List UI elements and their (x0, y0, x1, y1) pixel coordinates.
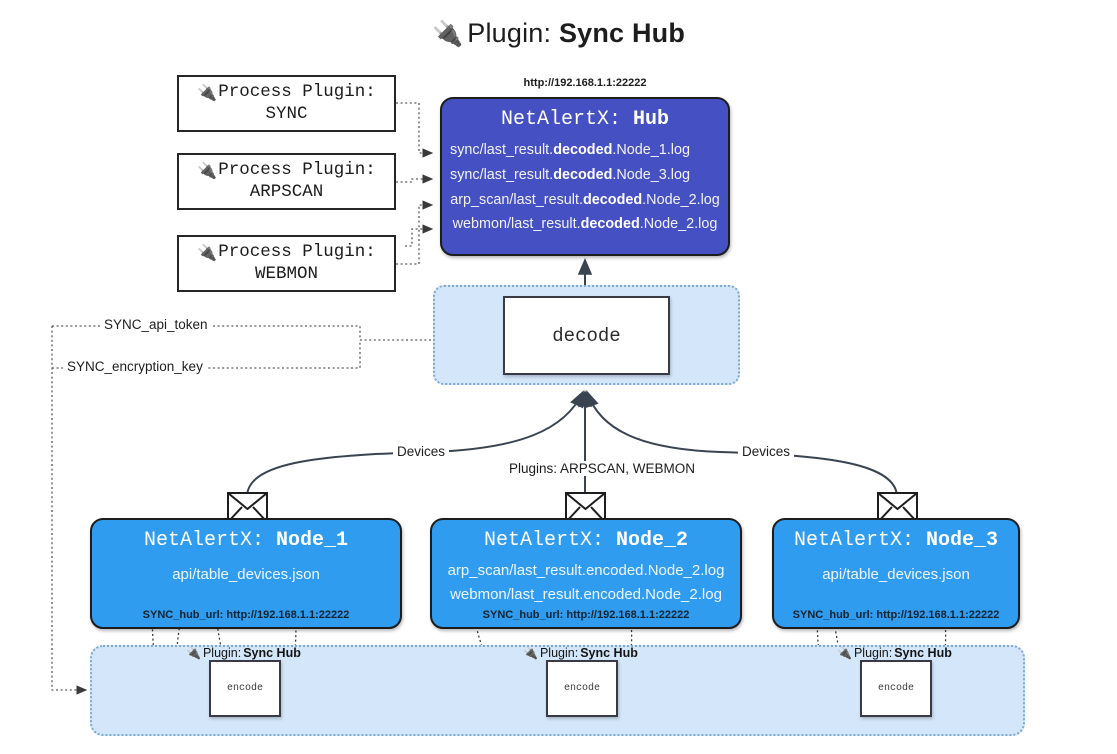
node-hub-url-key: SYNC_hub_url: (142, 609, 224, 621)
electric-plug-icon: 🔌 (197, 243, 218, 263)
encoder-plugin-label: 🔌 Plugin: Sync Hub (523, 646, 638, 660)
node-header-name: Node_2 (616, 529, 689, 552)
hub-log-post: .Node_3.log (612, 166, 690, 183)
node-hub-url-value: http://192.168.1.1:22222 (876, 609, 1000, 621)
node-header-name: Node_1 (276, 529, 349, 552)
hub-log-row: sync/last_result.decoded.Node_1.log (442, 138, 728, 163)
secret-label-encryption-key: SYNC_encryption_key (63, 359, 207, 374)
hub-log-mid: decoded (553, 166, 613, 183)
node-header: NetAlertX: Node_1 (92, 529, 400, 552)
hub-log-pre: sync/last_result. (450, 142, 554, 158)
node-box-node-3[interactable]: NetAlertX: Node_3 api/table_devices.json… (772, 518, 1020, 629)
node-hub-url: SYNC_hub_url: http://192.168.1.1:22222 (92, 609, 400, 621)
node-hub-url: SYNC_hub_url: http://192.168.1.1:22222 (774, 609, 1018, 621)
encoder-plugin-label: 🔌 Plugin: Sync Hub (186, 646, 301, 660)
node-rows: api/table_devices.json (92, 563, 400, 587)
process-plugin-line2: WEBMON (254, 263, 318, 284)
electric-plug-icon: 🔌 (523, 646, 538, 660)
hub-log-pre: arp_scan/last_result. (450, 191, 583, 208)
encode-box[interactable]: encode (209, 660, 281, 717)
node-row: api/table_devices.json (172, 566, 320, 583)
node-header: NetAlertX: Node_3 (774, 529, 1018, 552)
page-title-prefix: Plugin: (467, 18, 552, 48)
encoder-plugin-label: 🔌 Plugin: Sync Hub (837, 646, 952, 660)
hub-url-label: http://192.168.1.1:22222 (523, 77, 647, 89)
hub-log-row: sync/last_result.decoded.Node_3.log (442, 163, 728, 188)
node-hub-url-key: SYNC_hub_url: (792, 609, 874, 621)
envelope-icon (565, 492, 606, 523)
hub-log-post: .Node_2.log (642, 191, 720, 208)
secret-label-api-token: SYNC_api_token (100, 317, 212, 332)
hub-header-name: Hub (633, 108, 670, 131)
process-plugin-line1: Process Plugin: (218, 242, 376, 263)
electric-plug-icon: 🔌 (197, 161, 218, 181)
node-rows: api/table_devices.json (774, 563, 1018, 587)
encoder-plugin-name: Sync Hub (243, 646, 301, 660)
encoder-plugin-prefix: Plugin: (539, 646, 579, 660)
hub-log-mid: decoded (553, 142, 613, 158)
node-row: api/table_devices.json (822, 566, 970, 583)
node-box-node-1[interactable]: NetAlertX: Node_1 api/table_devices.json… (90, 518, 402, 629)
hub-log-row: arp_scan/last_result.decoded.Node_2.log (442, 188, 728, 213)
node-rows: arp_scan/last_result.encoded.Node_2.log … (432, 559, 740, 606)
hub-log-mid: decoded (580, 216, 640, 233)
edge-label-plugins-center: Plugins: ARPSCAN, WEBMON (505, 461, 700, 476)
decode-box[interactable]: decode (503, 296, 670, 375)
node-hub-url-value: http://192.168.1.1:22222 (566, 609, 690, 621)
electric-plug-icon: 🔌 (837, 646, 852, 660)
edge-label-devices-left: Devices (393, 444, 450, 459)
process-plugin-line1: Process Plugin: (218, 160, 376, 181)
hub-header: NetAlertX: Hub (442, 108, 728, 131)
hub-log-post: .Node_1.log (612, 142, 690, 158)
page-title: 🔌Plugin: Sync Hub (0, 18, 1117, 49)
node-header-prefix: NetAlertX: (793, 529, 914, 552)
page-title-name: Sync Hub (558, 18, 686, 48)
hub-node[interactable]: NetAlertX: Hub sync/last_result.decoded.… (440, 97, 730, 256)
node-box-node-2[interactable]: NetAlertX: Node_2 arp_scan/last_result.e… (430, 518, 742, 629)
node-hub-url-key: SYNC_hub_url: (482, 609, 564, 621)
hub-log-pre: sync/last_result. (450, 166, 554, 183)
process-plugin-webmon[interactable]: 🔌Process Plugin: WEBMON (177, 235, 396, 292)
process-plugin-line1: Process Plugin: (218, 82, 376, 103)
hub-log-mid: decoded (583, 191, 643, 208)
node-row: webmon/last_result.encoded.Node_2.log (450, 585, 722, 603)
node-header-prefix: NetAlertX: (483, 529, 604, 552)
encoder-plugin-name: Sync Hub (580, 646, 638, 660)
process-plugin-arpscan[interactable]: 🔌Process Plugin: ARPSCAN (177, 153, 396, 210)
process-plugin-line2: SYNC (265, 103, 308, 124)
node-header-prefix: NetAlertX: (143, 529, 264, 552)
encoder-plugin-prefix: Plugin: (853, 646, 893, 660)
node-header: NetAlertX: Node_2 (432, 529, 740, 552)
hub-log-post: .Node_2.log (639, 216, 718, 233)
node-header-name: Node_3 (926, 529, 999, 552)
envelope-icon (227, 492, 268, 523)
process-plugin-sync[interactable]: 🔌Process Plugin: SYNC (177, 75, 396, 132)
electric-plug-icon: 🔌 (431, 20, 464, 48)
encode-box[interactable]: encode (546, 660, 618, 717)
node-hub-url-value: http://192.168.1.1:22222 (226, 609, 350, 621)
encoder-plugin-prefix: Plugin: (202, 646, 242, 660)
envelope-icon (877, 492, 918, 523)
node-row: arp_scan/last_result.encoded.Node_2.log (447, 562, 725, 579)
node-hub-url: SYNC_hub_url: http://192.168.1.1:22222 (432, 609, 740, 621)
encode-box[interactable]: encode (860, 660, 932, 717)
process-plugin-line2: ARPSCAN (249, 181, 324, 202)
hub-header-prefix: NetAlertX: (500, 108, 621, 131)
hub-log-pre: webmon/last_result. (452, 216, 581, 233)
electric-plug-icon: 🔌 (197, 83, 218, 103)
encoder-plugin-name: Sync Hub (894, 646, 952, 660)
electric-plug-icon: 🔌 (186, 646, 201, 660)
hub-log-row: webmon/last_result.decoded.Node_2.log (442, 212, 728, 237)
edge-label-devices-right: Devices (738, 444, 795, 459)
